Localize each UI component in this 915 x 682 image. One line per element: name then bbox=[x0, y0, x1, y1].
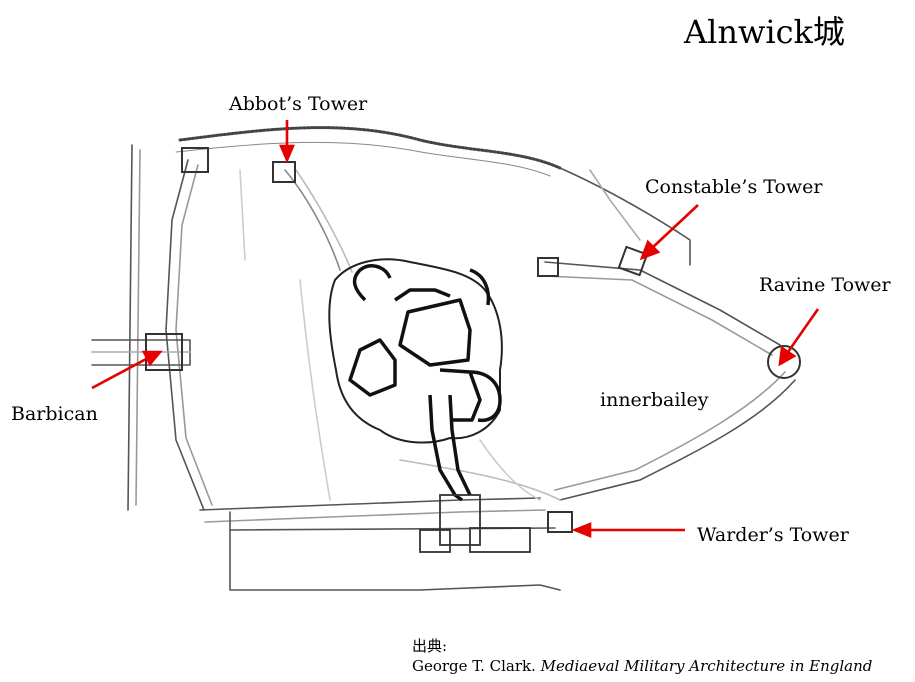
nw-tower-shape bbox=[181, 147, 209, 173]
label-ravine-tower: Ravine Tower bbox=[759, 274, 891, 296]
outer-curtain-wall bbox=[91, 126, 796, 591]
arrow-barbican bbox=[91, 356, 149, 390]
label-warders-tower: Warder’s Tower bbox=[697, 524, 849, 546]
source-book-title: Mediaeval Military Architecture in Engla… bbox=[540, 657, 873, 676]
page-title: Alnwick城 bbox=[684, 13, 845, 51]
towers bbox=[145, 147, 801, 533]
source-heading: 出典: bbox=[412, 637, 448, 655]
source-line: George T. Clark. Mediaeval Military Arch… bbox=[412, 656, 872, 676]
arrow-constables-tower bbox=[651, 204, 699, 249]
keep bbox=[328, 258, 503, 502]
label-constables-tower: Constable’s Tower bbox=[645, 176, 823, 198]
label-inner-bailey: innerbailey bbox=[600, 389, 709, 411]
ravine-tower-shape bbox=[767, 345, 801, 379]
label-abbots-tower: Abbot’s Tower bbox=[229, 93, 368, 115]
east-gate-shape bbox=[537, 257, 559, 277]
source-citation: 出典: George T. Clark. Mediaeval Military … bbox=[412, 636, 872, 677]
south-gatehouse bbox=[419, 494, 531, 553]
source-author: George T. Clark. bbox=[412, 657, 541, 676]
arrow-ravine-tower bbox=[786, 308, 820, 353]
pointer-arrows bbox=[91, 120, 820, 538]
abbots-tower-shape bbox=[272, 161, 296, 183]
label-barbican: Barbican bbox=[11, 403, 98, 425]
constables-tower-shape bbox=[617, 245, 649, 277]
warders-tower-shape bbox=[547, 511, 573, 533]
